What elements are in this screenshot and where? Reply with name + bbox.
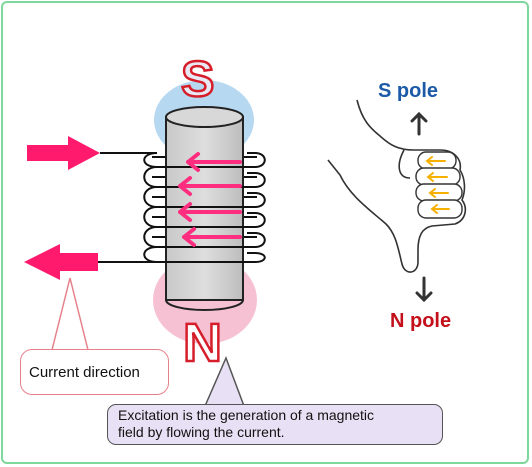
coil-front	[96, 152, 266, 263]
current-out-arrow	[24, 244, 98, 280]
excitation-line-2: field by flowing the current.	[118, 424, 285, 440]
s-pole-label: S pole	[378, 80, 439, 102]
right-hand-icon	[327, 99, 467, 273]
n-pole-letter: N	[182, 312, 224, 375]
n-pole-label: N pole	[390, 310, 452, 332]
n-pole-arrow	[415, 276, 433, 303]
excitation-text: Excitation is the generation of a magnet…	[118, 407, 374, 441]
current-in-arrow	[27, 136, 100, 170]
s-pole-arrow	[410, 111, 428, 136]
excitation-line-1: Excitation is the generation of a magnet…	[118, 407, 375, 423]
excitation-callout	[107, 404, 443, 445]
field-arrows	[178, 152, 242, 247]
current-direction-callout	[20, 349, 169, 395]
s-pole-letter: S	[180, 50, 216, 109]
current-direction-label: Current direction	[29, 364, 140, 381]
finger-arrows	[425, 156, 450, 214]
iron-core	[165, 106, 244, 311]
current-callout-pointer	[51, 277, 89, 351]
